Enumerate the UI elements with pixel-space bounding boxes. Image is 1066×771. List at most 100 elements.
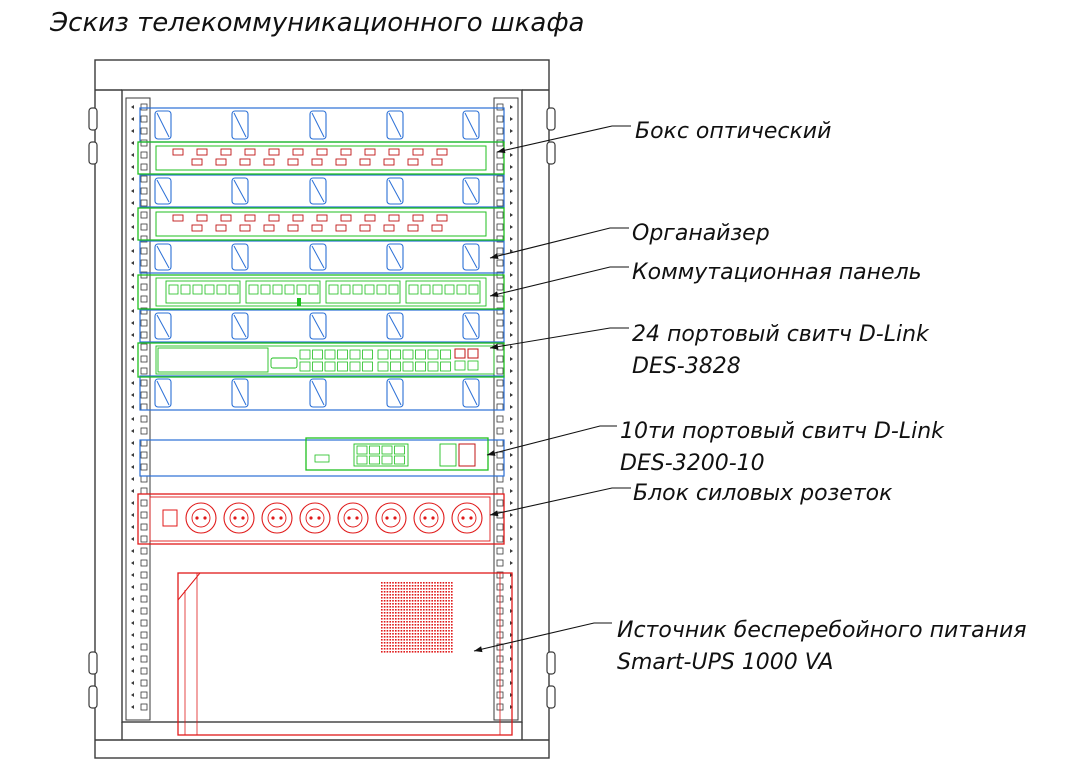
ups-vent-hole [403, 582, 405, 584]
ups-vent-hole [417, 597, 419, 599]
ups-vent-hole [409, 609, 411, 611]
ups-vent-hole [381, 591, 383, 593]
ups-vent-hole [434, 642, 436, 644]
organizer-ring-slash [311, 314, 325, 338]
rail-hole [140, 571, 148, 579]
ups-vent-hole [411, 600, 414, 602]
patch-port [468, 284, 479, 295]
right-mounting-rail [493, 97, 519, 721]
ups-vent-hole [423, 621, 425, 623]
ups-vent-hole [434, 582, 436, 584]
switch-24-port [349, 361, 361, 372]
ups-vent-hole [437, 630, 439, 632]
optical-port [172, 148, 184, 156]
ups-vent-hole [400, 636, 403, 638]
patch-port [444, 284, 455, 295]
ups-vent-hole [425, 588, 428, 590]
switch-24-port [362, 361, 373, 372]
rail-marker [131, 333, 134, 337]
ups-vent-hole [392, 630, 394, 632]
optical-port [340, 148, 352, 156]
rail-marker [510, 153, 513, 157]
ups-vent-hole [437, 600, 439, 602]
ups-vent-hole [389, 651, 391, 653]
ups-vent-hole [392, 624, 394, 626]
ups-vent-hole [431, 645, 433, 647]
rail-marker [510, 429, 513, 433]
ups-vent-hole [417, 651, 419, 653]
rail-marker [131, 105, 134, 109]
rail-marker [131, 489, 134, 493]
ups-vent-hole [431, 609, 433, 611]
rail-hole [140, 187, 148, 195]
optical-box-body [137, 207, 505, 241]
optical-port [431, 224, 443, 232]
power-socket-pin [195, 516, 199, 520]
organizer-ring [231, 110, 249, 140]
ups-vent-hole [414, 609, 417, 611]
ups-vent-hole [417, 636, 419, 638]
ups-vent-hole [439, 582, 442, 584]
rail-marker [510, 237, 513, 241]
ups-vent-hole [442, 651, 445, 653]
ups-vent-hole [386, 618, 389, 620]
ups-vent-hole [386, 600, 389, 602]
power-socket-pin [393, 516, 397, 520]
ups-vent-hole [409, 591, 411, 593]
rail-hole [496, 223, 504, 231]
power-strip [137, 493, 505, 545]
rail-marker [510, 501, 513, 505]
rail-marker [510, 417, 513, 421]
ups-vent-hole [392, 591, 394, 593]
ups-vent-hole [425, 615, 428, 617]
ups-vent-hole [400, 591, 403, 593]
ups-vent-hole [403, 591, 405, 593]
rail-marker [131, 117, 134, 121]
leader-lines [473, 125, 631, 653]
ups-vent-hole [428, 645, 431, 647]
organizer-ring [309, 177, 327, 205]
power-strip-body [137, 493, 505, 545]
ups-vent-hole [400, 600, 403, 602]
rail-hole [140, 127, 148, 135]
ups-vent-hole [437, 624, 439, 626]
rail-marker [131, 477, 134, 481]
ups-vent-hole [395, 585, 397, 587]
ups-vent-hole [403, 651, 405, 653]
rail-hole [140, 607, 148, 615]
rail-marker [131, 525, 134, 529]
ups-unit [177, 572, 513, 736]
ups-vent-hole [395, 591, 397, 593]
ups-vent-hole [381, 630, 383, 632]
ups-vent-hole [445, 606, 447, 608]
ups-vent-hole [431, 624, 433, 626]
ups-vent-hole [431, 627, 433, 629]
rail-marker [131, 189, 134, 193]
ups-vent-hole [442, 609, 445, 611]
ups-vent-hole [448, 621, 450, 623]
rail-marker [510, 309, 513, 313]
rail-hole [140, 379, 148, 387]
patch-port [228, 284, 239, 295]
ups-vent-hole [420, 618, 422, 620]
ups-vent-hole [437, 648, 439, 650]
rail-hole [140, 559, 148, 567]
ups-vent-hole [395, 612, 397, 614]
switch-24-combo-port [467, 348, 479, 359]
patch-port [296, 284, 307, 295]
rail-hole [496, 319, 504, 327]
rail-hole [496, 175, 504, 183]
ups-vent-hole [381, 618, 383, 620]
optical-port [316, 214, 328, 222]
ups-vent-hole [395, 639, 397, 641]
ups-vent-hole [386, 585, 389, 587]
organizer-ring [462, 110, 480, 140]
leader-line [473, 622, 612, 652]
ups-vent-hole [406, 615, 408, 617]
ups-vent-hole [403, 630, 405, 632]
rail-marker [131, 513, 134, 517]
ups-vent-hole [414, 597, 417, 599]
ups-vent-hole [403, 609, 405, 611]
ups-vent-hole [395, 615, 397, 617]
ups-vent-hole [423, 612, 425, 614]
